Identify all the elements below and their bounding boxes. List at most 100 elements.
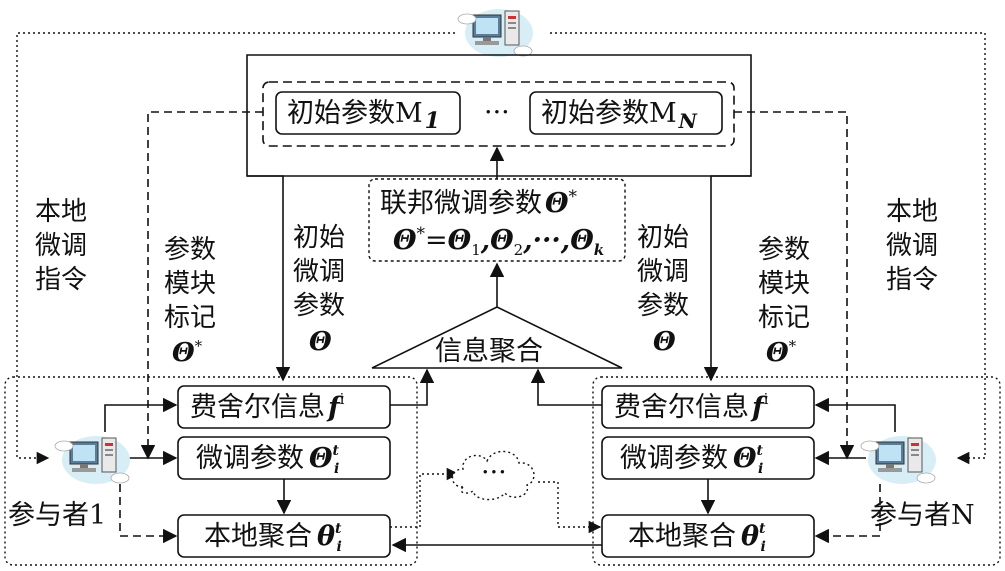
svg-text:Θ: Θ: [653, 327, 676, 357]
right-finetune-text: 微调参数: [620, 443, 728, 474]
right-finetune-sym: Θ: [733, 443, 757, 474]
aggregation-triangle: [371, 306, 623, 369]
svg-text:参数: 参数: [164, 235, 216, 265]
init-param-m1-box: [275, 91, 461, 135]
init-param-m1-text: 初始参数M: [287, 98, 423, 129]
formula-sk: k: [594, 241, 604, 259]
right-local-agg-text: 本地聚合: [628, 521, 736, 552]
dotted-cloud-to-right-agg: [538, 481, 602, 534]
formula-t1: Θ: [448, 225, 472, 256]
client-computer-icon: [860, 435, 937, 485]
flow-right-pc-to-agg: [814, 484, 881, 544]
svg-text:初始: 初始: [637, 223, 689, 253]
svg-text:微调: 微调: [637, 257, 689, 287]
svg-text:Θ*: Θ*: [172, 337, 203, 368]
right-module-tag-label: 参数 模块 标记 Θ*: [758, 235, 810, 368]
left-finetune-sup: t: [333, 443, 340, 459]
left-local-agg-sub: i: [336, 539, 341, 555]
participant-left-region: [4, 376, 418, 566]
left-finetune-sub: i: [334, 461, 339, 477]
svg-text:微调: 微调: [35, 231, 87, 261]
init-param-m1-sub: 1: [425, 108, 440, 134]
right-local-agg-sym: θ: [741, 521, 759, 552]
svg-text:初始参数M1: 初始参数M1: [287, 98, 440, 134]
right-local-agg-box: [601, 514, 815, 558]
formula-s1: 1: [471, 241, 481, 259]
right-finetune-sub: i: [758, 461, 763, 477]
cloud-label: ···: [481, 457, 507, 488]
init-param-ellipsis: ···: [484, 97, 510, 128]
left-fisher-sym: f: [326, 392, 344, 423]
aggregation-label: 信息聚合: [435, 336, 543, 367]
right-local-agg-sup: t: [759, 521, 766, 537]
participant-left-name: 参与者1: [8, 500, 106, 531]
svg-text:模块: 模块: [758, 269, 810, 299]
svg-text:Θ*=Θ1,Θ2,···,Θk: Θ*=Θ1,Θ2,···,Θk: [393, 224, 604, 259]
left-init-finetune-label: 初始 微调 参数 Θ: [293, 223, 345, 357]
formula-s2: 2: [514, 241, 524, 259]
flow-left-fisher-to-agg: [390, 368, 435, 406]
right-local-cmd-label: 本地 微调 指令: [886, 197, 938, 295]
server-computer-icon: [457, 8, 534, 58]
right-init-finetune-label: 初始 微调 参数 Θ: [637, 223, 689, 357]
left-local-cmd-label: 本地 微调 指令: [35, 197, 87, 295]
formula-lhs: Θ: [393, 225, 417, 256]
svg-text:Θ*: Θ*: [766, 337, 797, 368]
federated-title-sup: *: [569, 187, 578, 207]
initial-params-group: [262, 81, 735, 147]
flow-left-pc-to-fisher: [104, 397, 178, 432]
svg-text:指令: 指令: [35, 265, 87, 295]
init-param-mn-sub: N: [678, 109, 698, 133]
svg-text:微调: 微调: [293, 257, 345, 287]
svg-text:标记: 标记: [758, 303, 810, 333]
flow-left-pc-to-agg: [119, 484, 178, 544]
init-param-mn-text: 初始参数M: [541, 98, 677, 129]
participant-right-region: [592, 376, 1001, 566]
flow-right-pc-to-fisher: [814, 397, 896, 432]
federated-title-sym: Θ: [545, 188, 569, 219]
left-local-agg-sup: t: [335, 521, 342, 537]
right-fisher-sup: i: [764, 390, 769, 408]
dotted-left-agg-to-cloud: [390, 467, 460, 528]
svg-text:微调: 微调: [886, 231, 938, 261]
formula-t3: ,···,Θ: [522, 225, 594, 256]
formula-eq: =: [425, 225, 448, 256]
left-module-tag-label: 参数 模块 标记 Θ*: [164, 235, 216, 368]
init-param-mn-box: [529, 91, 723, 135]
client-computer-icon: [54, 435, 131, 485]
right-local-agg-sub: i: [760, 539, 765, 555]
svg-text:参数: 参数: [293, 291, 345, 321]
flow-right-fisher-to-agg: [530, 368, 602, 406]
svg-text:本地: 本地: [35, 197, 87, 227]
outer-dotted-loop: [16, 32, 986, 465]
right-finetune-sup: t: [757, 443, 764, 459]
flow-init-left: [247, 175, 291, 382]
right-fisher-sym: f: [750, 392, 768, 423]
svg-text:参数: 参数: [637, 291, 689, 321]
left-fisher-text: 费舍尔信息: [190, 392, 325, 423]
flow-module-tag-right: [734, 111, 855, 460]
left-finetune-text: 微调参数: [196, 443, 304, 474]
svg-text:本地: 本地: [886, 197, 938, 227]
flow-init-right: [703, 175, 751, 382]
svg-text:参数: 参数: [758, 235, 810, 265]
formula-sup: *: [417, 224, 426, 244]
left-local-agg-sym: θ: [317, 521, 335, 552]
left-finetune-sym: Θ: [309, 443, 333, 474]
svg-text:模块: 模块: [164, 269, 216, 299]
flow-module-tag-left: [140, 111, 263, 460]
participant-right-name: 参与者N: [870, 500, 975, 531]
right-fisher-box: [601, 385, 815, 429]
cloud-icon: ···: [451, 450, 535, 501]
left-local-agg-box: [177, 514, 391, 558]
left-local-agg-text: 本地聚合: [204, 521, 312, 552]
